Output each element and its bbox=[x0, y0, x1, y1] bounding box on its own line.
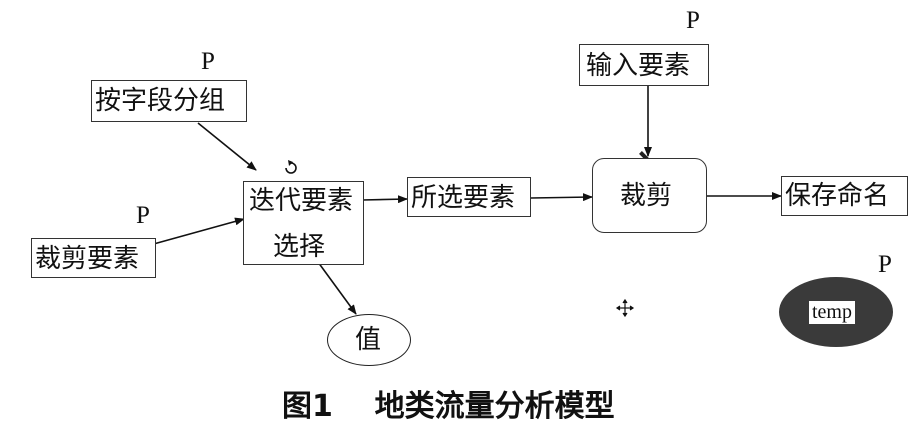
clip-tool[interactable]: 裁剪 bbox=[592, 158, 707, 233]
loop-icon-arrowhead bbox=[288, 160, 293, 166]
save-name-node[interactable]: 保存命名 bbox=[781, 176, 908, 216]
param-marker-group-by-field: P bbox=[201, 48, 215, 75]
clip-features-node[interactable]: 裁剪要素 bbox=[31, 238, 156, 278]
param-marker-temp: P bbox=[878, 251, 892, 278]
iterate-select-tool[interactable]: 迭代要素 选择 bbox=[243, 181, 364, 265]
temp-output-node[interactable]: temp bbox=[779, 277, 893, 347]
input-features-node[interactable]: 输入要素 bbox=[579, 44, 709, 86]
iterate-select-label-line2: 选择 bbox=[273, 232, 326, 262]
arrow-group-to-iterate bbox=[197, 122, 257, 171]
group-by-field-node[interactable]: 按字段分组 bbox=[91, 80, 247, 122]
arrow-clipfeatures-to-iterate bbox=[149, 217, 245, 246]
param-marker-input-features: P bbox=[686, 7, 700, 34]
arrow-iterate-to-value bbox=[317, 261, 357, 315]
iterate-select-label-line1: 迭代要素 bbox=[249, 186, 354, 216]
arrow-iterate-to-selected bbox=[361, 195, 408, 204]
param-marker-clip-features: P bbox=[136, 202, 150, 229]
value-output-node[interactable]: 值 bbox=[327, 314, 411, 366]
arrow-selected-to-clip bbox=[530, 193, 593, 202]
move-cursor-icon bbox=[615, 298, 635, 318]
temp-label: temp bbox=[809, 301, 855, 324]
loop-icon bbox=[285, 162, 297, 174]
selected-features-node[interactable]: 所选要素 bbox=[407, 177, 531, 217]
figure-caption: 图1 地类流量分析模型 bbox=[282, 389, 615, 424]
